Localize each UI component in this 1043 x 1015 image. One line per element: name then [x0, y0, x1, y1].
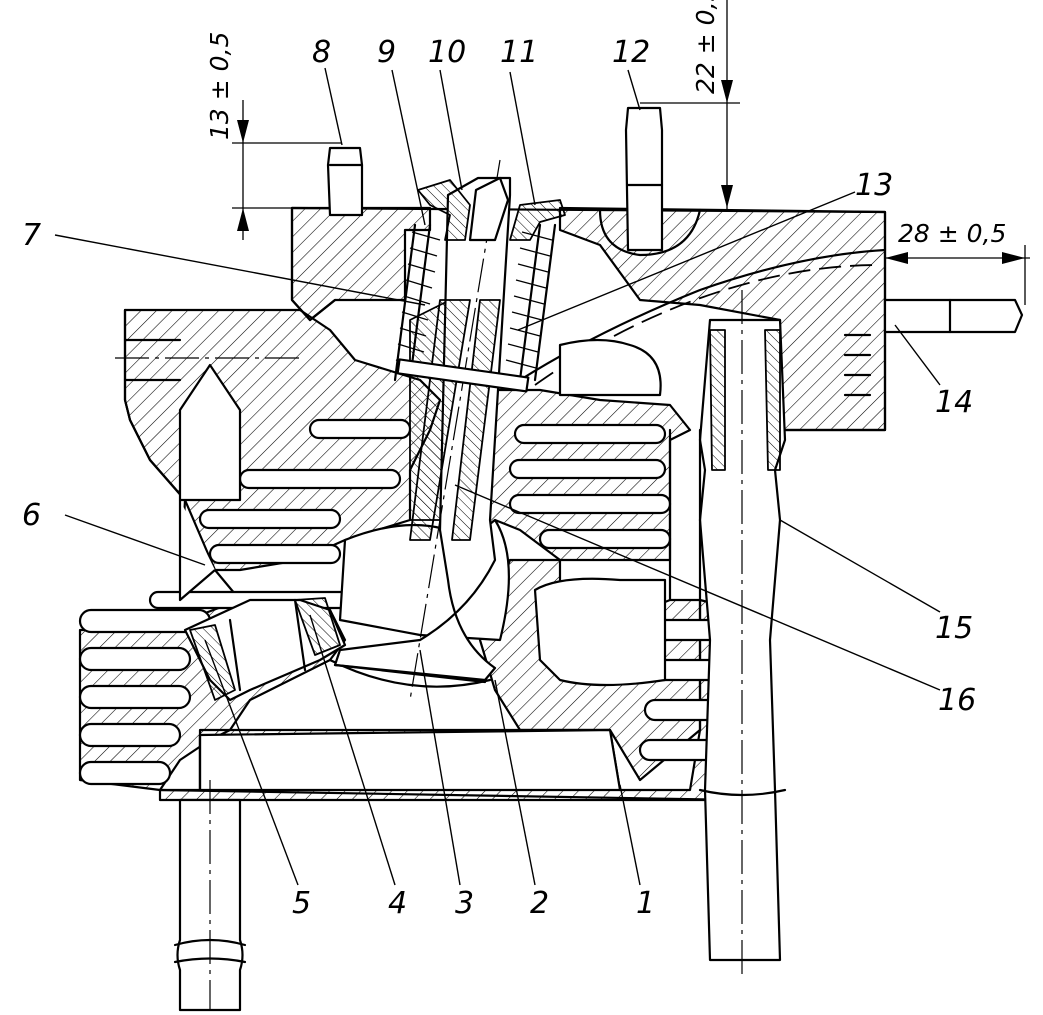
stud-14	[883, 298, 1024, 334]
dimension-label-13: 13 ± 0,5	[205, 32, 234, 140]
label-3: 3	[455, 886, 474, 921]
label-10: 10	[428, 35, 466, 70]
spark-plug-insert	[183, 597, 347, 702]
combustion-chamber	[198, 658, 622, 792]
label-13: 13	[855, 168, 893, 203]
cooling-fins-center	[148, 418, 672, 610]
label-5: 5	[292, 886, 311, 921]
part-labels: 1 2 3 4 5 6 7 8 9 10 11 12 13 14 15 16	[22, 35, 976, 921]
leader-lines	[54, 67, 941, 886]
label-1: 1	[636, 886, 655, 921]
label-14: 14	[935, 385, 973, 420]
label-7: 7	[22, 218, 41, 253]
dimension-28	[885, 245, 1030, 305]
stud-12	[598, 106, 702, 257]
stud-8	[326, 146, 364, 217]
left-stud	[115, 338, 305, 602]
dimension-label-28: 28 ± 0,5	[898, 219, 1006, 248]
dimension-22	[640, 0, 740, 210]
right-boss	[558, 338, 702, 602]
label-16: 16	[938, 683, 976, 718]
dimension-13	[232, 100, 342, 240]
lower-stud	[173, 780, 247, 1012]
dimension-label-22: 22 ± 0,5	[691, 0, 720, 94]
pushrod-tube	[698, 290, 787, 975]
valve-guide	[409, 299, 501, 541]
cooling-fins-left	[78, 608, 212, 786]
label-6: 6	[22, 498, 41, 533]
cooling-fins-head-right	[843, 333, 872, 397]
spring-retainer	[417, 176, 566, 242]
label-12: 12	[612, 35, 650, 70]
label-9: 9	[377, 35, 396, 70]
label-11: 11	[500, 35, 538, 70]
label-4: 4	[388, 886, 407, 921]
label-15: 15	[935, 611, 973, 646]
valve-springs	[393, 223, 557, 393]
label-8: 8	[312, 35, 331, 70]
label-2: 2	[530, 886, 549, 921]
